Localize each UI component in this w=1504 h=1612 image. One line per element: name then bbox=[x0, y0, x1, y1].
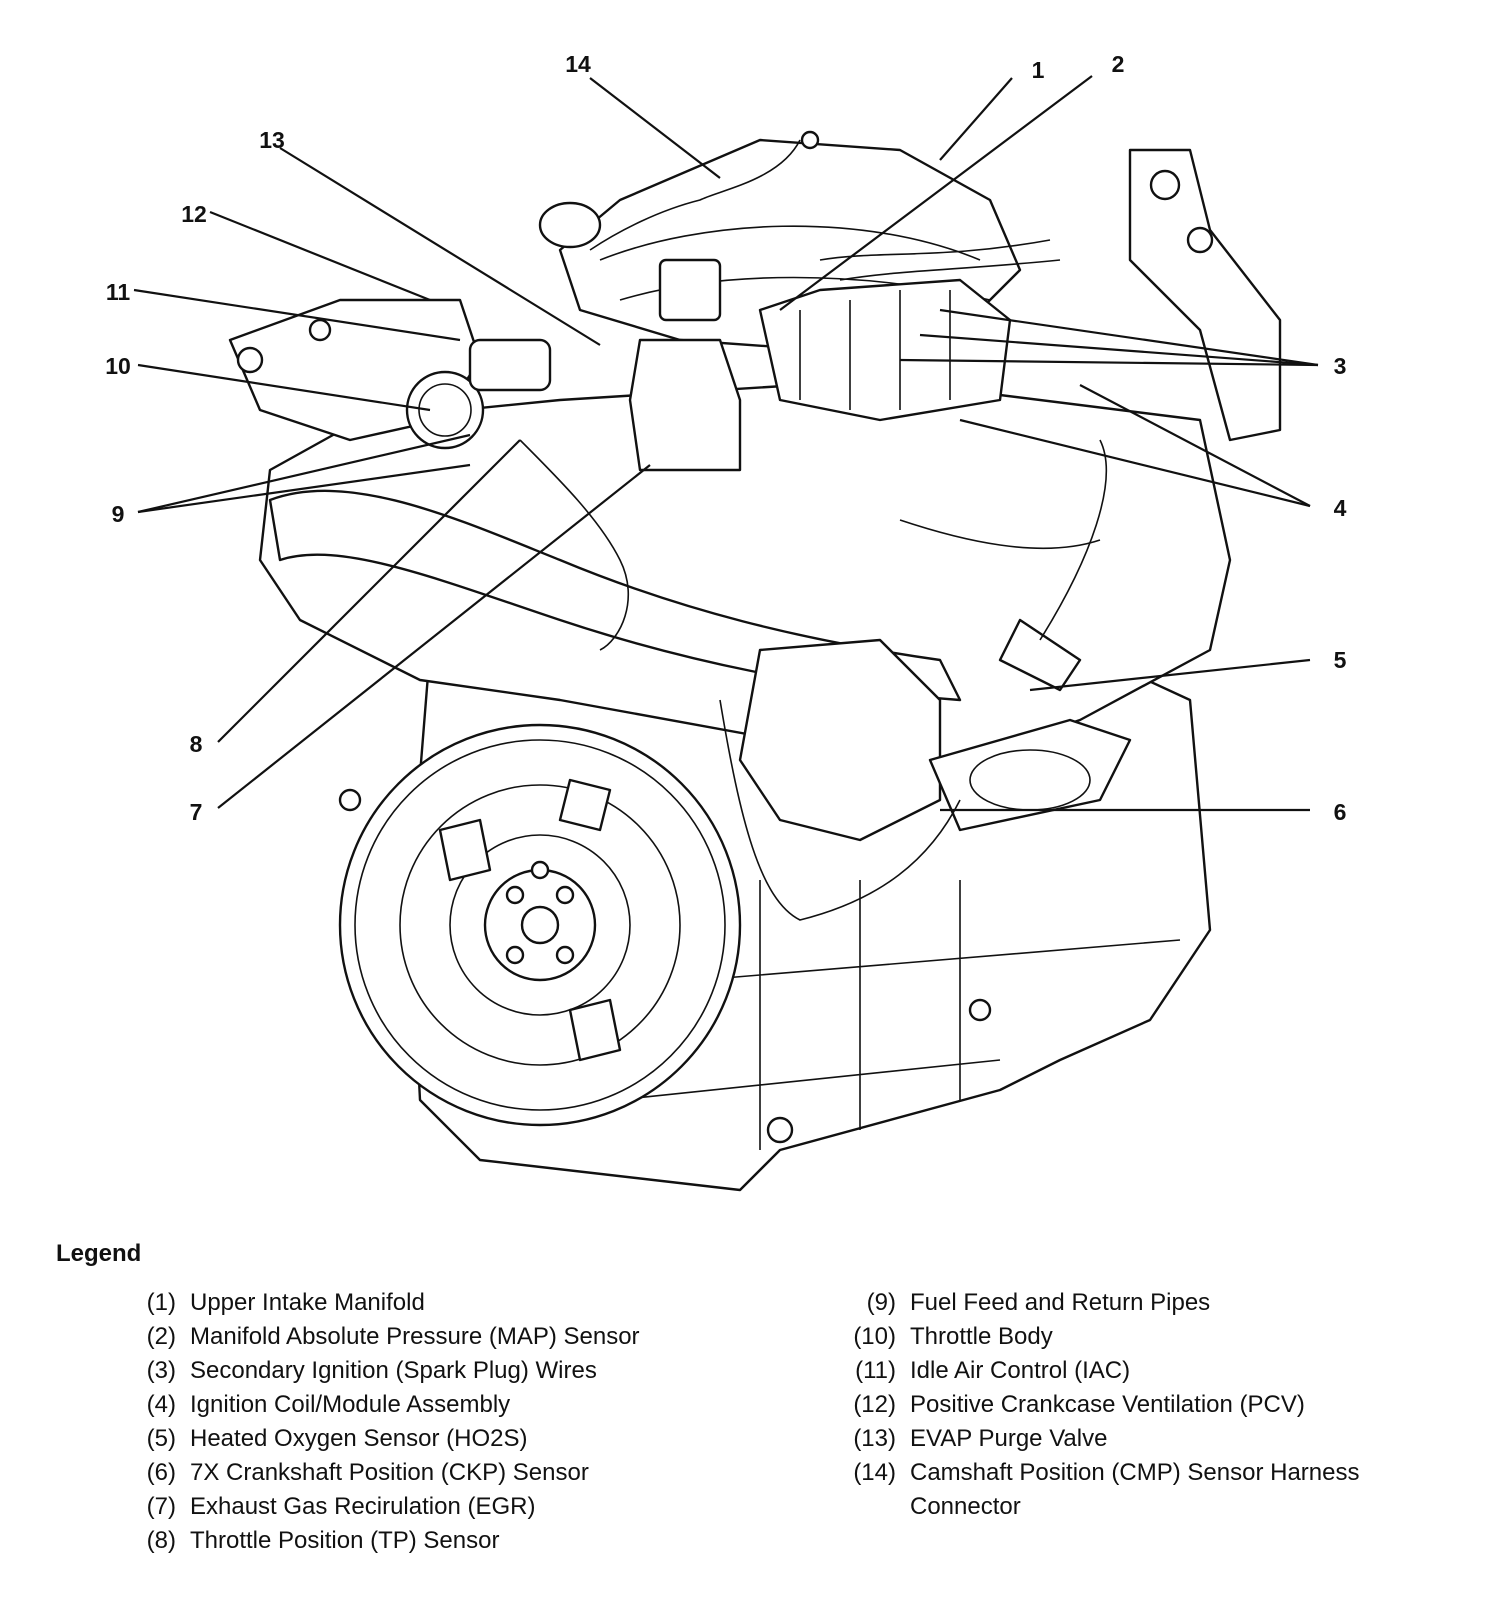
callout-2: 2 bbox=[1112, 51, 1125, 77]
callout-13: 13 bbox=[259, 127, 285, 153]
legend-item-number: (1) bbox=[146, 1289, 176, 1316]
callout-3: 3 bbox=[1334, 353, 1347, 379]
legend-item-text: Ignition Coil/Module Assembly bbox=[190, 1391, 511, 1418]
legend-item-number: (9) bbox=[866, 1289, 896, 1316]
legend-item-text: Throttle Position (TP) Sensor bbox=[190, 1527, 500, 1554]
callout-8: 8 bbox=[190, 731, 203, 757]
legend-item-number: (10) bbox=[853, 1323, 896, 1350]
legend-item: (7) Exhaust Gas Recirulation (EGR) bbox=[112, 1490, 752, 1524]
legend-item: (2) Manifold Absolute Pressure (MAP) Sens… bbox=[112, 1320, 752, 1354]
callout-4: 4 bbox=[1334, 495, 1347, 521]
legend-item: (13) EVAP Purge Valve bbox=[832, 1422, 1472, 1456]
legend-item-number: (6) bbox=[146, 1459, 176, 1486]
callout-6: 6 bbox=[1334, 799, 1347, 825]
legend-item: (5) Heated Oxygen Sensor (HO2S) bbox=[112, 1422, 752, 1456]
legend-item: (12) Positive Crankcase Ventilation (PCV) bbox=[832, 1388, 1472, 1422]
legend-item-text: Positive Crankcase Ventilation (PCV) bbox=[910, 1391, 1305, 1418]
callout-12: 12 bbox=[181, 201, 207, 227]
legend-item-text: Secondary Ignition (Spark Plug) Wires bbox=[190, 1357, 597, 1384]
legend-item: (11) Idle Air Control (IAC) bbox=[832, 1354, 1472, 1388]
callout-1: 1 bbox=[1032, 57, 1045, 83]
legend-item: (14) Camshaft Position (CMP) Sensor Harne… bbox=[832, 1456, 1472, 1524]
legend-item-number: (5) bbox=[146, 1425, 176, 1452]
legend-item-text: EVAP Purge Valve bbox=[910, 1425, 1108, 1452]
legend-item: (10) Throttle Body bbox=[832, 1320, 1472, 1354]
legend-item-text: 7X Crankshaft Position (CKP) Sensor bbox=[190, 1459, 589, 1486]
legend-item: (8) Throttle Position (TP) Sensor bbox=[112, 1524, 752, 1558]
legend-column-right: (9) Fuel Feed and Return Pipes (10) Thrott… bbox=[832, 1286, 1472, 1524]
callout-labels: 1 2 3 4 5 6 7 8 9 10 11 12 13 14 bbox=[105, 51, 1346, 825]
legend-title: Legend bbox=[56, 1240, 142, 1267]
callout-5: 5 bbox=[1334, 647, 1347, 673]
legend-item-text: Exhaust Gas Recirulation (EGR) bbox=[190, 1493, 536, 1520]
callout-11: 11 bbox=[106, 279, 131, 305]
legend-item-number: (7) bbox=[146, 1493, 176, 1520]
legend-item-number: (3) bbox=[146, 1357, 176, 1384]
legend-item-number: (11) bbox=[855, 1357, 896, 1384]
legend-item-number: (2) bbox=[146, 1323, 176, 1350]
legend-item-text: Manifold Absolute Pressure (MAP) Sensor bbox=[190, 1323, 640, 1350]
legend-item-number: (13) bbox=[853, 1425, 896, 1452]
legend-item: (6) 7X Crankshaft Position (CKP) Sensor bbox=[112, 1456, 752, 1490]
callout-10: 10 bbox=[105, 353, 131, 379]
legend-item-number: (12) bbox=[853, 1391, 896, 1418]
legend-item: (9) Fuel Feed and Return Pipes bbox=[832, 1286, 1472, 1320]
legend-item-text: Idle Air Control (IAC) bbox=[910, 1357, 1131, 1384]
engine-diagram: 1 2 3 4 5 6 7 8 9 10 11 12 13 14 bbox=[105, 51, 1347, 1192]
leader-lines bbox=[133, 75, 1319, 812]
legend-item-text: Throttle Body bbox=[910, 1323, 1053, 1350]
legend-item-number: (4) bbox=[146, 1391, 176, 1418]
engine-illustration bbox=[228, 130, 1282, 1192]
callout-9: 9 bbox=[112, 501, 125, 527]
legend-column-left: (1) Upper Intake Manifold (2) Manifold Abs… bbox=[112, 1286, 752, 1558]
legend-item-number: (14) bbox=[853, 1459, 896, 1486]
callout-14: 14 bbox=[565, 51, 591, 77]
legend-item-text: Fuel Feed and Return Pipes bbox=[910, 1289, 1211, 1316]
legend-item: (4) Ignition Coil/Module Assembly bbox=[112, 1388, 752, 1422]
legend-item-text: Heated Oxygen Sensor (HO2S) bbox=[190, 1425, 528, 1452]
legend-item-number: (8) bbox=[146, 1527, 176, 1554]
legend-item: (1) Upper Intake Manifold bbox=[112, 1286, 752, 1320]
legend-item: (3) Secondary Ignition (Spark Plug) Wires bbox=[112, 1354, 752, 1388]
legend-item-text: Camshaft Position (CMP) Sensor Harness C… bbox=[910, 1459, 1360, 1520]
legend-item-text: Upper Intake Manifold bbox=[190, 1289, 425, 1316]
callout-7: 7 bbox=[190, 799, 203, 825]
